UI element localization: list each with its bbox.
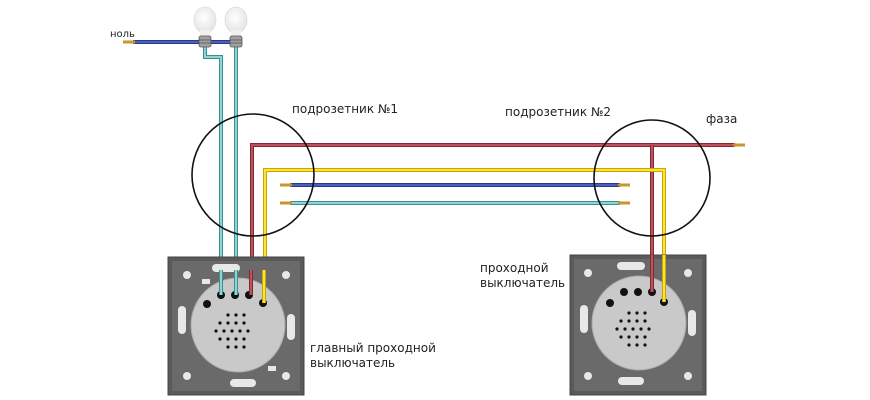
neutral-label: ноль xyxy=(110,29,135,40)
junction-box-2-circle xyxy=(593,119,711,237)
lamp-1-icon xyxy=(193,6,217,48)
junction-box-1-circle xyxy=(191,113,315,237)
pass-through-switch-icon xyxy=(569,254,707,396)
lamp-2-icon xyxy=(224,6,248,48)
junction-box-1-label: подрозетник №1 xyxy=(292,102,399,116)
phase-label: фаза xyxy=(706,112,738,126)
main-switch-label-line2: выключатель xyxy=(310,356,396,370)
junction-box-2-label: подрозетник №2 xyxy=(505,105,612,119)
main-switch-label-line1: главный проходной xyxy=(310,341,436,355)
switch2-label-line1: проходной xyxy=(480,261,549,275)
switch2-label-line2: выключатель xyxy=(480,276,566,290)
switch2-wire-ends xyxy=(650,255,666,302)
main-switch-wire-ends xyxy=(219,270,266,303)
phase-wire xyxy=(250,143,745,290)
lamp1-teal-wire xyxy=(203,47,223,290)
